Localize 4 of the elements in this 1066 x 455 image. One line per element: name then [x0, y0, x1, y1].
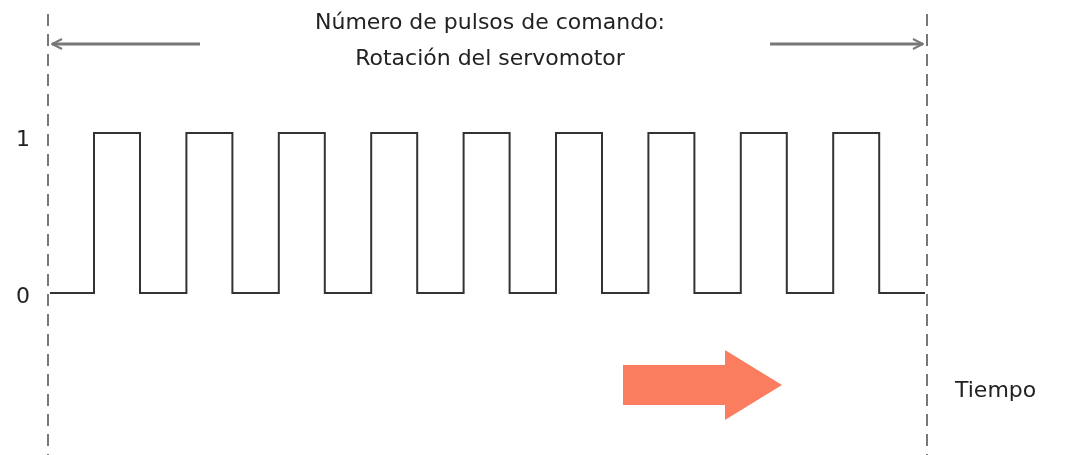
dimension-label: Número de pulsos de comando: Rotación del servomotor — [314, 8, 666, 72]
axis-label: 0 — [16, 282, 31, 310]
axis-label: 1 — [16, 125, 31, 153]
axis-label: Tiempo — [955, 376, 1038, 404]
